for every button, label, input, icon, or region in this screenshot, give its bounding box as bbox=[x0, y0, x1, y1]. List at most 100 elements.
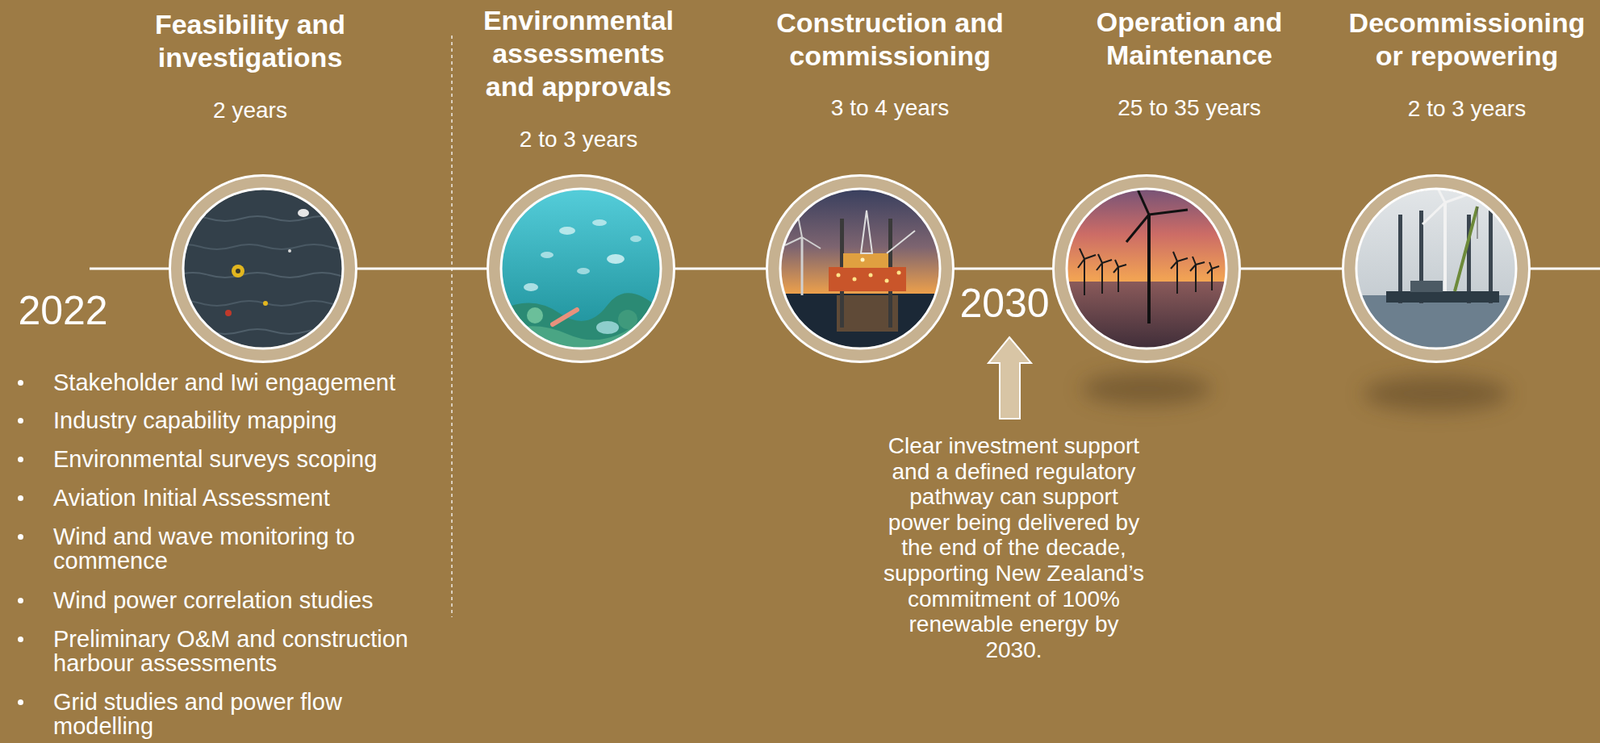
photo-underwater bbox=[526, 307, 544, 324]
photo-wind-farm-sunset bbox=[1077, 259, 1085, 268]
photo-wind-farm-sunset bbox=[1096, 263, 1103, 271]
photo-wind-farm-sunset bbox=[1115, 259, 1119, 268]
photo-installation-vessel bbox=[1422, 202, 1446, 225]
photo-jackup-rig bbox=[843, 253, 889, 268]
photo-jackup-rig bbox=[785, 237, 803, 246]
photo-installation-vessel bbox=[1488, 210, 1493, 304]
phase-ring bbox=[170, 175, 357, 362]
photo-jackup-rig bbox=[802, 237, 821, 249]
photo-jackup-rig bbox=[868, 273, 874, 278]
photo-wind-farm-sunset bbox=[1117, 267, 1120, 293]
phase-duration: 25 to 35 years bbox=[1068, 94, 1311, 122]
photo-installation-vessel bbox=[1341, 174, 1531, 368]
phase-ring bbox=[1341, 174, 1531, 364]
photo-wind-farm-sunset bbox=[1052, 174, 1241, 367]
photo-wind-farm-sunset bbox=[1177, 258, 1188, 262]
photo-wind-farm-sunset bbox=[1101, 263, 1103, 294]
timeline-line bbox=[89, 267, 169, 271]
bullet-item: Aviation Initial Assessment bbox=[53, 485, 421, 510]
phase-ring bbox=[488, 175, 675, 362]
photo-buoys bbox=[231, 264, 245, 278]
phase-duration: 2 to 3 years bbox=[476, 125, 682, 154]
bullet-item: Wind and wave monitoring to commence bbox=[53, 524, 421, 573]
phase-title: Operation and Maintenance bbox=[1068, 5, 1311, 72]
phase-ring bbox=[168, 174, 358, 364]
phase-divider bbox=[451, 35, 453, 618]
photo-installation-vessel bbox=[1386, 291, 1500, 303]
photo-wind-farm-sunset bbox=[1084, 254, 1096, 260]
photo-installation-vessel bbox=[1443, 202, 1447, 292]
phase-ring bbox=[1053, 175, 1241, 362]
photo-wind-farm-sunset bbox=[1195, 262, 1205, 265]
phase-ring bbox=[765, 174, 955, 364]
photo-installation-vessel bbox=[1454, 206, 1478, 292]
phase-ring bbox=[1052, 174, 1241, 364]
timeline-connector bbox=[357, 267, 487, 271]
phase-duration: 2 years bbox=[129, 96, 372, 125]
photo-installation-vessel bbox=[1341, 174, 1531, 368]
timeline-connector bbox=[1240, 267, 1342, 271]
photo-underwater bbox=[592, 219, 607, 226]
photo-wind-farm-sunset bbox=[1098, 254, 1103, 264]
photo-installation-vessel bbox=[1410, 280, 1443, 293]
photo-underwater bbox=[486, 174, 676, 364]
photo-jackup-rig bbox=[836, 273, 841, 278]
photo-wind-farm-sunset bbox=[1176, 261, 1179, 294]
photo-wind-farm-sunset bbox=[1211, 266, 1220, 269]
photo-wind-farm-sunset bbox=[1209, 262, 1212, 269]
photo-jackup-rig bbox=[765, 174, 955, 367]
photo-underwater bbox=[576, 267, 590, 275]
photo-jackup-rig bbox=[828, 267, 907, 292]
phase-ring bbox=[767, 175, 954, 362]
bullet-item: Industry capability mapping bbox=[53, 408, 421, 433]
bullet-dot bbox=[17, 495, 24, 502]
bullet-item: Preliminary O&M and construction harbour… bbox=[53, 626, 421, 676]
photo-jackup-rig bbox=[860, 210, 873, 254]
photo-jackup-rig bbox=[886, 230, 915, 254]
photo-wind-farm-sunset bbox=[1052, 174, 1241, 367]
callout-arrow bbox=[988, 337, 1032, 419]
phase-node: Decommissioning or repowering2 to 3 year… bbox=[1341, 174, 1531, 364]
phase-node: Operation and Maintenance25 to 35 years bbox=[1052, 174, 1241, 364]
bullet-item: Environmental surveys scoping bbox=[53, 446, 421, 472]
photo-jackup-rig bbox=[852, 277, 857, 282]
photo-jackup-rig bbox=[897, 271, 902, 276]
year-label: 2022 bbox=[6, 288, 120, 334]
phase-duration: 2 to 3 years bbox=[1341, 95, 1592, 123]
photo-underwater bbox=[486, 174, 676, 364]
photo-wind-farm-sunset bbox=[1194, 264, 1197, 293]
photo-installation-vessel bbox=[1398, 214, 1403, 304]
drop-shadow bbox=[1081, 372, 1212, 406]
timeline-line bbox=[1530, 267, 1600, 271]
photo-buoys bbox=[168, 174, 358, 364]
photo-jackup-rig bbox=[801, 237, 804, 296]
photo-underwater bbox=[486, 174, 676, 364]
bullet-item: Grid studies and power flow modelling bbox=[53, 689, 421, 739]
photo-buoys bbox=[297, 208, 310, 218]
photo-jackup-rig bbox=[860, 258, 865, 263]
photo-buoys bbox=[168, 244, 363, 250]
photo-buoys bbox=[263, 300, 268, 306]
photo-installation-vessel bbox=[1341, 174, 1531, 297]
photo-buoys bbox=[225, 309, 232, 317]
photo-jackup-rig bbox=[765, 174, 955, 296]
photo-wind-farm-sunset bbox=[1052, 174, 1241, 284]
photo-wind-farm-sunset bbox=[1211, 268, 1213, 291]
bullet-dot bbox=[17, 380, 24, 386]
photo-wind-farm-sunset bbox=[1126, 214, 1149, 243]
bullet-dot bbox=[17, 699, 24, 706]
phase-title: Feasibility and investigations bbox=[129, 8, 372, 75]
phase-ring bbox=[1343, 175, 1530, 362]
phase-title: Environmental assessments and approvals bbox=[476, 4, 682, 104]
photo-wind-farm-sunset bbox=[1148, 209, 1188, 215]
photo-wind-farm-sunset bbox=[1102, 259, 1112, 264]
photo-wind-farm-sunset bbox=[1083, 259, 1086, 296]
photo-underwater bbox=[552, 309, 577, 325]
photo-underwater bbox=[596, 321, 619, 335]
photo-wind-farm-sunset bbox=[1170, 261, 1178, 269]
photo-underwater bbox=[606, 254, 625, 264]
photo-buoys bbox=[235, 268, 241, 274]
phase-ring bbox=[486, 174, 676, 364]
photo-wind-farm-sunset bbox=[1173, 251, 1178, 262]
